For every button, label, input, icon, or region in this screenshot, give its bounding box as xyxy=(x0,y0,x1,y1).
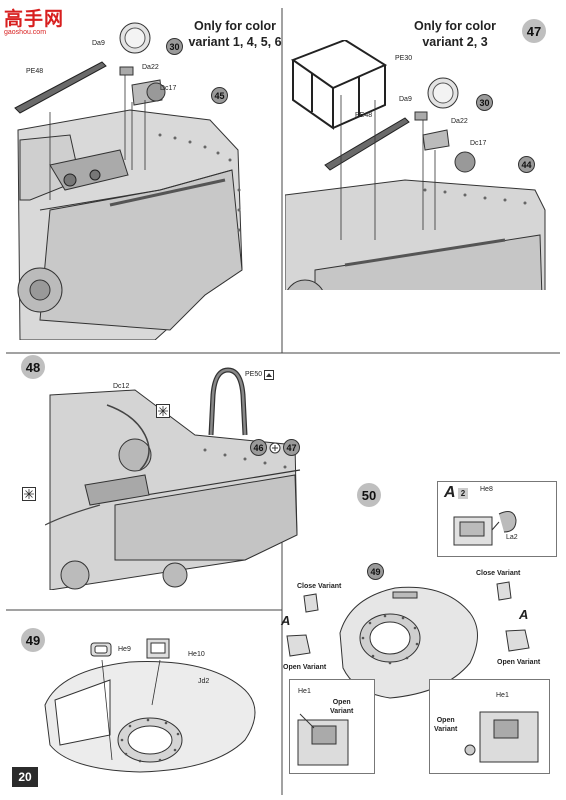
step-47-part-pe48: PE48 xyxy=(355,112,373,119)
step-49-part-he9-shape xyxy=(90,642,112,657)
step-50-letter-right: A xyxy=(519,607,529,622)
step-50-inset-drawing xyxy=(453,511,517,546)
step-45-title-line1: Only for color xyxy=(194,19,276,33)
step-49-part-he10: He10 xyxy=(188,651,205,658)
step-50-close-variant-left: Close Variant xyxy=(297,583,342,590)
step-48-number: 48 xyxy=(21,355,45,379)
step-48-part-pe50: PE50 xyxy=(245,371,263,378)
step-45-ref-45: 45 xyxy=(211,87,228,104)
step-50-inset: A 2 He8 La2 xyxy=(437,481,557,557)
step-45-title-line2: variant 1, 4, 5, 6 xyxy=(188,35,282,49)
step-48-illustration xyxy=(45,389,301,590)
step-45-part-pe48: PE48 xyxy=(26,68,44,75)
step-50-letter-left: A xyxy=(281,613,291,628)
step-50-detail-left-label: Open Variant xyxy=(330,698,353,716)
step-50-detail-left-drawing xyxy=(297,713,349,766)
step-50-open-variant-right-part xyxy=(505,629,530,652)
step-45-part-da9: Da9 xyxy=(92,40,105,47)
step-47-ref-30: 30 xyxy=(476,94,493,111)
step-50-inset-la2: La2 xyxy=(506,534,518,541)
step-45-title: Only for color variant 1, 4, 5, 6 xyxy=(170,18,300,50)
close-variant-right-part xyxy=(496,581,512,601)
step-50-detail-right: He1 Open Variant xyxy=(429,679,550,774)
step-49-number: 49 xyxy=(21,628,45,652)
close-variant-left-part xyxy=(303,593,319,613)
step-49-turret-bottom xyxy=(44,659,256,773)
step-50-close-variant-right: Close Variant xyxy=(476,570,521,577)
step-47-title-line2: variant 2, 3 xyxy=(422,35,488,49)
step-50-inset-multiplier: 2 xyxy=(458,488,468,499)
step-47-ref-44: 44 xyxy=(518,156,535,173)
page-number: 20 xyxy=(12,767,38,787)
step-47-title: Only for color variant 2, 3 xyxy=(395,18,515,50)
step-45-part-da22: Da22 xyxy=(142,64,159,71)
step-50-inset-he8: He8 xyxy=(480,486,493,493)
watermark-title: 高手网 xyxy=(4,8,65,30)
step-50-turret xyxy=(339,586,478,699)
step-50-number: 50 xyxy=(357,483,381,507)
step-47-lamp xyxy=(427,77,459,109)
photo-etch-icon xyxy=(264,370,274,380)
step-50-detail-right-label-line1: Open xyxy=(436,717,455,724)
step-48-pe50-handle xyxy=(208,367,248,436)
step-47-part-da9: Da9 xyxy=(399,96,412,103)
glue-icon xyxy=(22,487,36,501)
watermark-logo: 高手网 gaoshou.com xyxy=(4,4,64,36)
step-45-ref-30: 30 xyxy=(166,38,183,55)
step-50-inset-letter: A xyxy=(444,484,456,501)
step-50-open-variant-left: Open Variant xyxy=(283,664,327,671)
step-50-detail-right-part: He1 xyxy=(496,692,509,699)
step-50-detail-left: He1 Open Variant xyxy=(289,679,375,774)
step-49-part-he10-shape xyxy=(146,638,170,659)
step-50-open-variant-right: Open Variant xyxy=(497,659,541,666)
step-47-illustration xyxy=(285,40,546,290)
step-48-part-dc12: Dc12 xyxy=(113,383,130,390)
step-50-detail-left-part: He1 xyxy=(298,688,311,695)
step-50-detail-right-label-line2: Variant xyxy=(434,726,458,733)
step-45-lamp xyxy=(119,22,151,54)
step-50-detail-left-label-line1: Open xyxy=(332,699,351,706)
step-49-part-he9: He9 xyxy=(118,646,131,653)
step-47-title-line1: Only for color xyxy=(414,19,496,33)
step-45-part-dc17: Dc17 xyxy=(160,85,177,92)
watermark-url: gaoshou.com xyxy=(4,29,47,36)
step-47-part-pe30: PE30 xyxy=(395,55,413,62)
step-50-detail-left-label-line2: Variant xyxy=(330,708,354,715)
step-50-detail-right-drawing xyxy=(464,711,539,763)
step-47-number: 47 xyxy=(522,19,546,43)
step-48-ref-46: 46 xyxy=(250,439,267,456)
step-49-part-jd2: Jd2 xyxy=(198,678,210,685)
step-45-illustration xyxy=(14,40,243,340)
step-47-part-da22: Da22 xyxy=(451,118,468,125)
step-50-open-variant-left-part xyxy=(286,634,311,657)
assembly-arrows-icon xyxy=(269,442,281,454)
step-50-ref-49: 49 xyxy=(367,563,384,580)
glue-icon xyxy=(156,404,170,418)
step-48-ref-47: 47 xyxy=(283,439,300,456)
step-50-detail-right-label: Open Variant xyxy=(434,716,457,734)
step-47-part-dc17: Dc17 xyxy=(470,140,487,147)
